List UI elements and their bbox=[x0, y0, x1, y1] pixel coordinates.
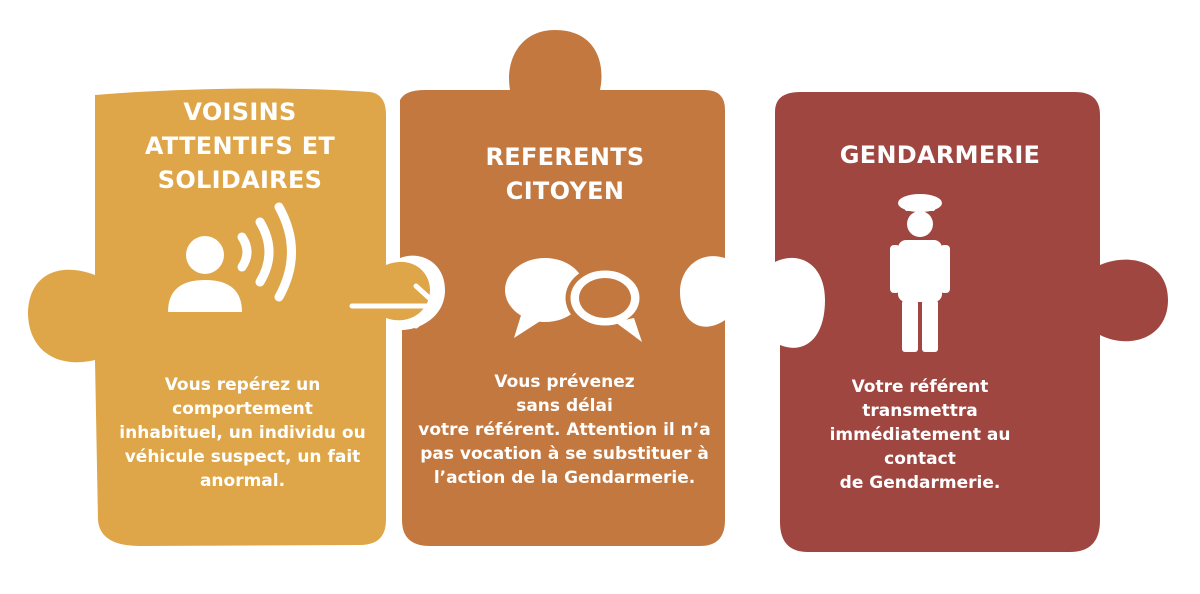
title-line: VOISINS bbox=[183, 98, 297, 126]
arrow-right-icon bbox=[725, 283, 818, 329]
piece-title-voisins: VOISINS ATTENTIFS ET SOLIDAIRES bbox=[105, 95, 375, 197]
text-line: comportement bbox=[172, 399, 313, 419]
piece-title-gendarmerie: GENDARMERIE bbox=[800, 138, 1080, 172]
gendarme-icon bbox=[890, 194, 950, 352]
text-line: sans délai bbox=[516, 396, 613, 416]
text-line: Vous prévenez bbox=[494, 372, 635, 392]
text-line: pas vocation à se substituer à bbox=[420, 444, 709, 464]
piece-text-gendarmerie: Votre référent transmettra immédiatement… bbox=[790, 375, 1050, 495]
piece-text-voisins: Vous repérez un comportement inhabituel,… bbox=[100, 373, 385, 493]
title-line: GENDARMERIE bbox=[839, 141, 1041, 169]
puzzle-piece-voisins bbox=[28, 88, 430, 546]
puzzle-piece-gendarmerie bbox=[775, 92, 1168, 552]
title-line: CITOYEN bbox=[505, 177, 625, 205]
speech-bubbles-icon bbox=[505, 258, 645, 342]
text-line: Votre référent bbox=[851, 377, 989, 397]
text-line: immédiatement au bbox=[829, 425, 1011, 445]
piece-title-referents: REFERENTS CITOYEN bbox=[440, 140, 690, 208]
title-line: ATTENTIFS ET bbox=[144, 132, 336, 160]
title-line: SOLIDAIRES bbox=[157, 166, 323, 194]
text-line: de Gendarmerie. bbox=[839, 473, 1001, 493]
piece-text-referents: Vous prévenez sans délai votre référent.… bbox=[412, 370, 717, 490]
text-line: véhicule suspect, un fait bbox=[124, 447, 361, 467]
text-line: Vous repérez un bbox=[164, 375, 321, 395]
text-line: l’action de la Gendarmerie. bbox=[433, 468, 696, 488]
text-line: inhabituel, un individu ou bbox=[119, 423, 366, 443]
text-line: transmettra bbox=[862, 401, 978, 421]
text-line: contact bbox=[884, 449, 956, 469]
arrow-right-icon bbox=[349, 283, 441, 329]
text-line: anormal. bbox=[199, 471, 286, 491]
person-signal-icon bbox=[168, 202, 296, 312]
title-line: REFERENTS bbox=[485, 143, 645, 171]
text-line: votre référent. Attention il n’a bbox=[418, 420, 711, 440]
